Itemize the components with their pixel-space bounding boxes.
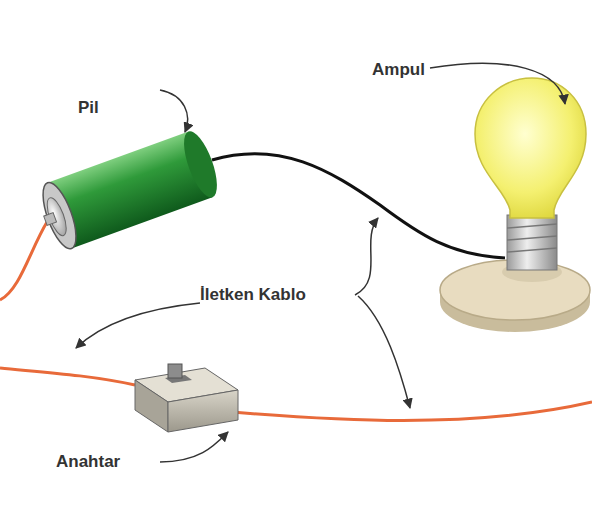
- part-label: Ampul: [372, 60, 425, 80]
- battery: [33, 127, 223, 253]
- bulb-holder: [440, 260, 590, 332]
- orange-wire: [232, 402, 592, 421]
- part-label: İletken Kablo: [200, 285, 306, 305]
- black-wire: [212, 154, 505, 258]
- orange-wire: [0, 368, 135, 385]
- part-label: Anahtar: [56, 452, 120, 472]
- orange-wire: [0, 222, 47, 300]
- light-bulb: [475, 78, 586, 270]
- switch: [135, 364, 238, 432]
- part-label: Pil: [78, 98, 99, 118]
- leader-lines: [76, 63, 565, 462]
